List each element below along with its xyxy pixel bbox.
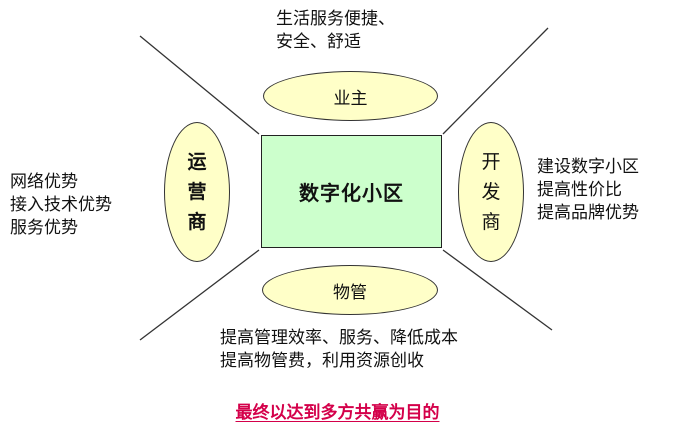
center-node-label: 数字化小区 [299,181,404,205]
operator-benefits: 网络优势 接入技术优势 服务优势 [10,171,112,240]
owner-node: 业主 [263,71,438,121]
property-benefit-line: 提高管理效率、服务、降低成本 [220,328,458,348]
developer-benefit-line: 提高性价比 [537,180,622,200]
property-management-node-label: 物管 [333,282,367,303]
developer-benefit-line: 建设数字小区 [537,157,639,177]
connector-line-top-right [442,27,549,135]
connector-line-top-left [139,35,260,135]
developer-benefit-line: 提高品牌优势 [537,203,639,223]
conclusion-text: 最终以达到多方共赢为目的 [235,403,440,423]
owner-benefit-line: 生活服务便捷、 [276,9,395,29]
property-management-node: 物管 [262,265,438,315]
developer-node: 开发商 [458,122,524,262]
connector-line-bottom-left [139,249,260,341]
developer-node-label: 开发商 [481,151,501,233]
owner-node-label: 业主 [333,88,368,109]
developer-benefits: 建设数字小区 提高性价比 提高品牌优势 [537,156,639,225]
operator-benefit-line: 服务优势 [10,218,78,238]
center-node: 数字化小区 [261,135,442,248]
property-benefit-line: 提高物管费，利用资源创收 [220,351,424,371]
property-management-benefits: 提高管理效率、服务、降低成本 提高物管费，利用资源创收 [220,327,458,373]
operator-node-label: 运营商 [187,151,207,233]
owner-benefit-line: 安全、舒适 [276,32,361,52]
operator-benefit-line: 接入技术优势 [10,195,112,215]
owner-benefits: 生活服务便捷、 安全、舒适 [276,8,395,54]
connector-line-bottom-right [442,249,553,331]
operator-node: 运营商 [164,122,230,262]
operator-benefit-line: 网络优势 [10,172,78,192]
